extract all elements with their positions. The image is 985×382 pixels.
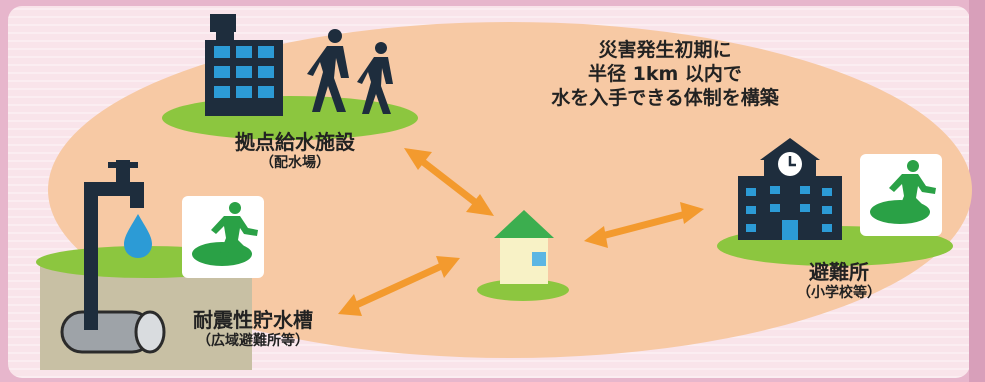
headline-line1: 災害発生初期に [598, 39, 732, 61]
base-station-name: 拠点給水施設 [235, 130, 355, 154]
right-border [969, 0, 985, 382]
shelter-exit-icon [860, 154, 942, 236]
water-tap-icon [84, 160, 144, 330]
headline-line2: 半径 1km 以内で [588, 63, 742, 85]
arrow-tank-to-house [338, 256, 460, 316]
shelter-sub: （小学校等） [797, 285, 881, 301]
tank-sub: （広域避難所等） [197, 333, 309, 349]
arrow-base-to-house [404, 148, 494, 216]
walking-people-icon [307, 29, 393, 114]
base-station-label: 拠点給水施設 （配水場） [210, 130, 380, 172]
school-building-icon [738, 138, 842, 240]
headline: 災害発生初期に 半径 1km 以内で 水を入手できる体制を構築 [500, 38, 830, 110]
house-ground [477, 279, 569, 301]
base-station-sub: （配水場） [260, 155, 330, 171]
water-drop-icon [124, 214, 152, 258]
tank-name: 耐震性貯水槽 [193, 308, 313, 332]
headline-line3: 水を入手できる体制を構築 [551, 87, 779, 109]
shelter-label: 避難所 （小学校等） [774, 260, 904, 302]
water-tank-icon [36, 246, 256, 370]
apartment-building-icon [205, 14, 283, 116]
shelter-name: 避難所 [809, 260, 869, 284]
arrow-house-to-shelter [584, 202, 704, 248]
emergency-exit-icon [182, 196, 264, 278]
house-icon [494, 210, 554, 284]
tank-label: 耐震性貯水槽 （広域避難所等） [168, 308, 338, 350]
